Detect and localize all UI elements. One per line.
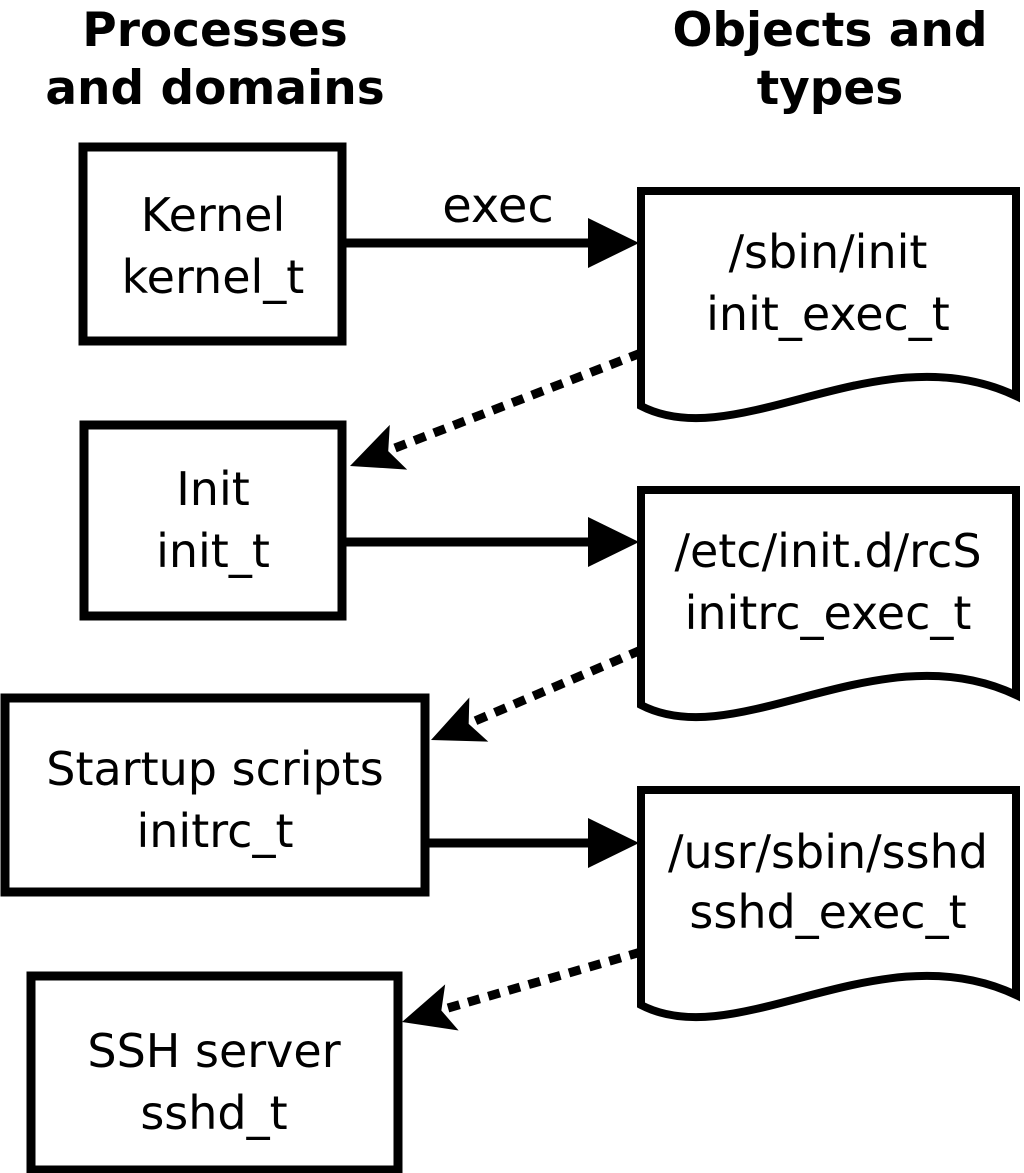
right-header-line2: types	[757, 61, 904, 116]
right-column-header: Objects and types	[672, 3, 987, 116]
object-path: /usr/sbin/sshd	[668, 825, 988, 879]
object-doc-etc-initd-rcs: /etc/init.d/rcS initrc_exec_t	[637, 486, 1020, 722]
process-name: Init	[176, 462, 250, 516]
left-header-line2: and domains	[45, 61, 384, 116]
document-shape	[637, 786, 1020, 1022]
transition-arrowhead-icon	[402, 984, 459, 1031]
right-header-line1: Objects and	[672, 3, 987, 58]
process-name: Startup scripts	[46, 742, 384, 796]
exec-arrowhead-icon	[588, 818, 639, 868]
process-box-init: Init init_t	[79, 420, 347, 621]
exec-arrow-init-to-rcs	[346, 517, 639, 567]
transition-arrow-line	[393, 348, 643, 453]
exec-arrowhead-icon	[588, 218, 639, 268]
process-name: Kernel	[141, 188, 286, 242]
process-box-ssh-server: SSH server sshd_t	[26, 971, 403, 1173]
object-path: /etc/init.d/rcS	[674, 524, 981, 578]
document-shape	[637, 486, 1020, 722]
object-type: sshd_exec_t	[689, 885, 966, 939]
object-type: initrc_exec_t	[685, 586, 972, 640]
exec-arrow-initrc-to-sshd	[427, 818, 639, 868]
document-shape	[637, 187, 1020, 423]
left-column-header: Processes and domains	[45, 3, 384, 116]
object-doc-usr-sbin-sshd: /usr/sbin/sshd sshd_exec_t	[637, 786, 1020, 1022]
transition-arrowhead-icon	[431, 697, 489, 742]
transition-arrow-init-exec-to-init-t	[350, 348, 643, 470]
process-domain: init_t	[156, 524, 270, 578]
process-box-rect	[79, 420, 347, 621]
transition-arrowhead-icon	[350, 424, 408, 470]
process-domain: sshd_t	[140, 1086, 287, 1140]
process-box-rect	[0, 693, 430, 897]
process-domain: initrc_t	[137, 804, 294, 858]
exec-arrow-label: exec	[442, 178, 554, 234]
transition-arrow-sshd-exec-to-sshd-t	[402, 947, 643, 1031]
transition-arrow-initrc-exec-to-initrc-t	[431, 645, 643, 742]
process-box-rect	[26, 971, 403, 1173]
exec-arrowhead-icon	[588, 517, 639, 567]
process-name: SSH server	[87, 1024, 340, 1078]
object-path: /sbin/init	[729, 225, 928, 279]
process-domain: kernel_t	[122, 250, 305, 304]
object-type: init_exec_t	[706, 287, 950, 341]
process-box-startup-scripts: Startup scripts initrc_t	[0, 693, 430, 897]
transition-arrow-line	[473, 645, 643, 726]
process-box-rect	[78, 142, 347, 346]
left-header-line1: Processes	[82, 3, 347, 58]
process-box-kernel: Kernel kernel_t	[78, 142, 347, 346]
object-doc-sbin-init: /sbin/init init_exec_t	[637, 187, 1020, 423]
exec-arrow-kernel-to-sbin-init: exec	[346, 178, 639, 268]
transition-arrow-line	[446, 947, 643, 1013]
